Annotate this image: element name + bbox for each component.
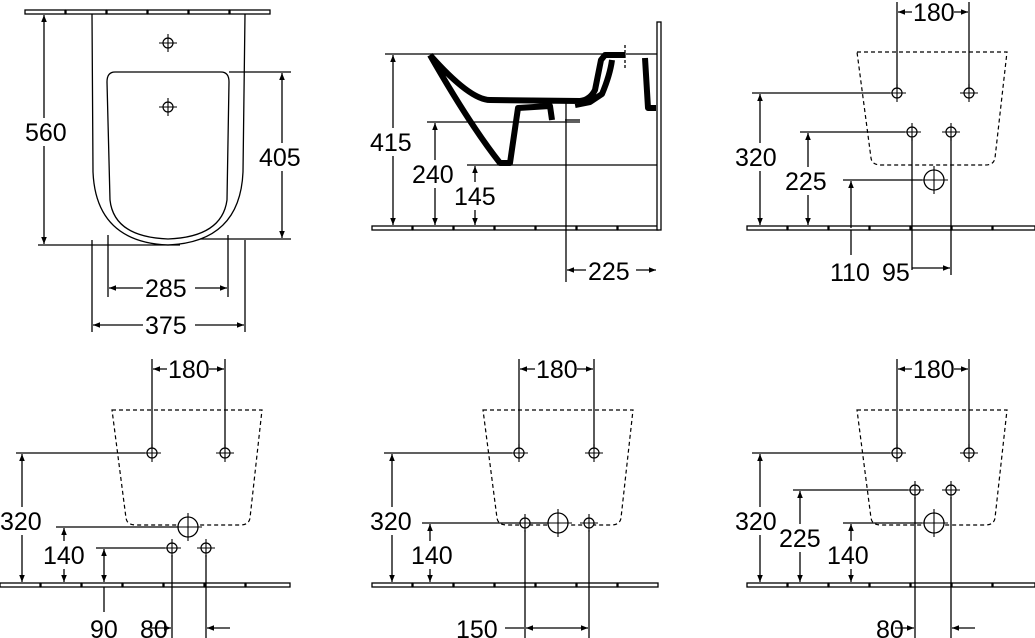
dim-front-height-560: 560 xyxy=(25,119,67,147)
fixing-hole-icon xyxy=(959,83,979,103)
dim-r3-waste-140: 140 xyxy=(411,542,453,570)
water-connection-icon xyxy=(196,538,216,558)
dim-r4-fix-180: 180 xyxy=(913,356,955,384)
dim-r4-waste-140: 140 xyxy=(827,542,869,570)
water-connection-icon xyxy=(515,513,535,533)
dim-r4-fix-320: 320 xyxy=(735,508,777,536)
rear-view-3: 180 320 140 150 xyxy=(369,356,659,638)
fixing-hole-icon xyxy=(584,443,604,463)
side-view: 415 240 145 225 xyxy=(368,21,662,286)
front-view: 560 405 285 375 xyxy=(24,9,309,340)
floor-strip xyxy=(746,582,1035,588)
floor-strip xyxy=(371,225,659,231)
wall xyxy=(656,21,662,231)
waste-outlet-icon xyxy=(173,512,203,542)
bidet-outline-dashed xyxy=(482,409,634,526)
water-connection-icon xyxy=(941,480,961,500)
dim-r4-spacing-80: 80 xyxy=(876,616,904,638)
floor-strip xyxy=(746,225,1035,231)
dim-front-outer-375: 375 xyxy=(145,312,187,340)
dim-r3-fix-320: 320 xyxy=(370,508,412,536)
floor-strip xyxy=(371,582,659,588)
waste-outlet-icon xyxy=(919,165,949,195)
dim-front-inner-285: 285 xyxy=(145,275,187,303)
dim-r2-waste-140: 140 xyxy=(43,542,85,570)
dim-side-distance-225: 225 xyxy=(588,258,630,286)
waste-outlet-icon xyxy=(919,508,949,538)
bidet-profile xyxy=(427,52,656,166)
dim-side-outlet-240: 240 xyxy=(412,161,454,189)
tap-hole-icon xyxy=(158,33,178,53)
dim-r2-water-90: 90 xyxy=(90,616,118,638)
water-connection-icon xyxy=(902,122,922,142)
water-connection-icon xyxy=(579,513,599,533)
bidet-outline-dashed xyxy=(856,409,1008,526)
dim-r2-fix-180: 180 xyxy=(168,356,210,384)
bidet-outline-dashed xyxy=(111,409,263,526)
fixing-hole-icon xyxy=(887,83,907,103)
dim-side-bottom-145: 145 xyxy=(454,183,496,211)
water-connection-icon xyxy=(162,538,182,558)
dim-r4-water-225: 225 xyxy=(779,525,821,553)
dim-side-rim-415: 415 xyxy=(370,129,412,157)
dim-r1-fix-320: 320 xyxy=(735,144,777,172)
fixing-hole-icon xyxy=(215,443,235,463)
bowl-outline xyxy=(106,71,230,240)
dim-r1-fix-180: 180 xyxy=(913,0,955,27)
dim-r2-fix-320: 320 xyxy=(0,508,42,536)
rear-view-1: 180 320 225 110 95 xyxy=(734,0,1035,287)
dim-r3-fix-180: 180 xyxy=(536,356,578,384)
dim-r1-waste-110: 110 xyxy=(830,259,870,287)
fixing-hole-icon xyxy=(509,443,529,463)
wall-strip xyxy=(24,9,271,15)
fixing-hole-icon xyxy=(959,443,979,463)
dim-r2-spacing-80: 80 xyxy=(140,616,168,638)
rear-view-4: 180 320 225 140 80 xyxy=(734,356,1035,638)
floor-strip xyxy=(0,582,291,588)
dim-r3-spacing-150: 150 xyxy=(456,616,498,638)
fixing-hole-icon xyxy=(142,443,162,463)
fixing-hole-icon xyxy=(887,443,907,463)
rear-view-2: 180 320 140 90 80 xyxy=(0,356,291,638)
waste-outlet-icon xyxy=(543,508,573,538)
drain-hole-icon xyxy=(158,97,178,117)
water-connection-icon xyxy=(905,480,925,500)
dim-r1-water-225: 225 xyxy=(785,168,827,196)
dim-front-bowl-405: 405 xyxy=(259,144,301,172)
water-connection-icon xyxy=(941,122,961,142)
bidet-outline-dashed xyxy=(856,51,1008,166)
dim-r1-offset-95: 95 xyxy=(882,259,910,287)
